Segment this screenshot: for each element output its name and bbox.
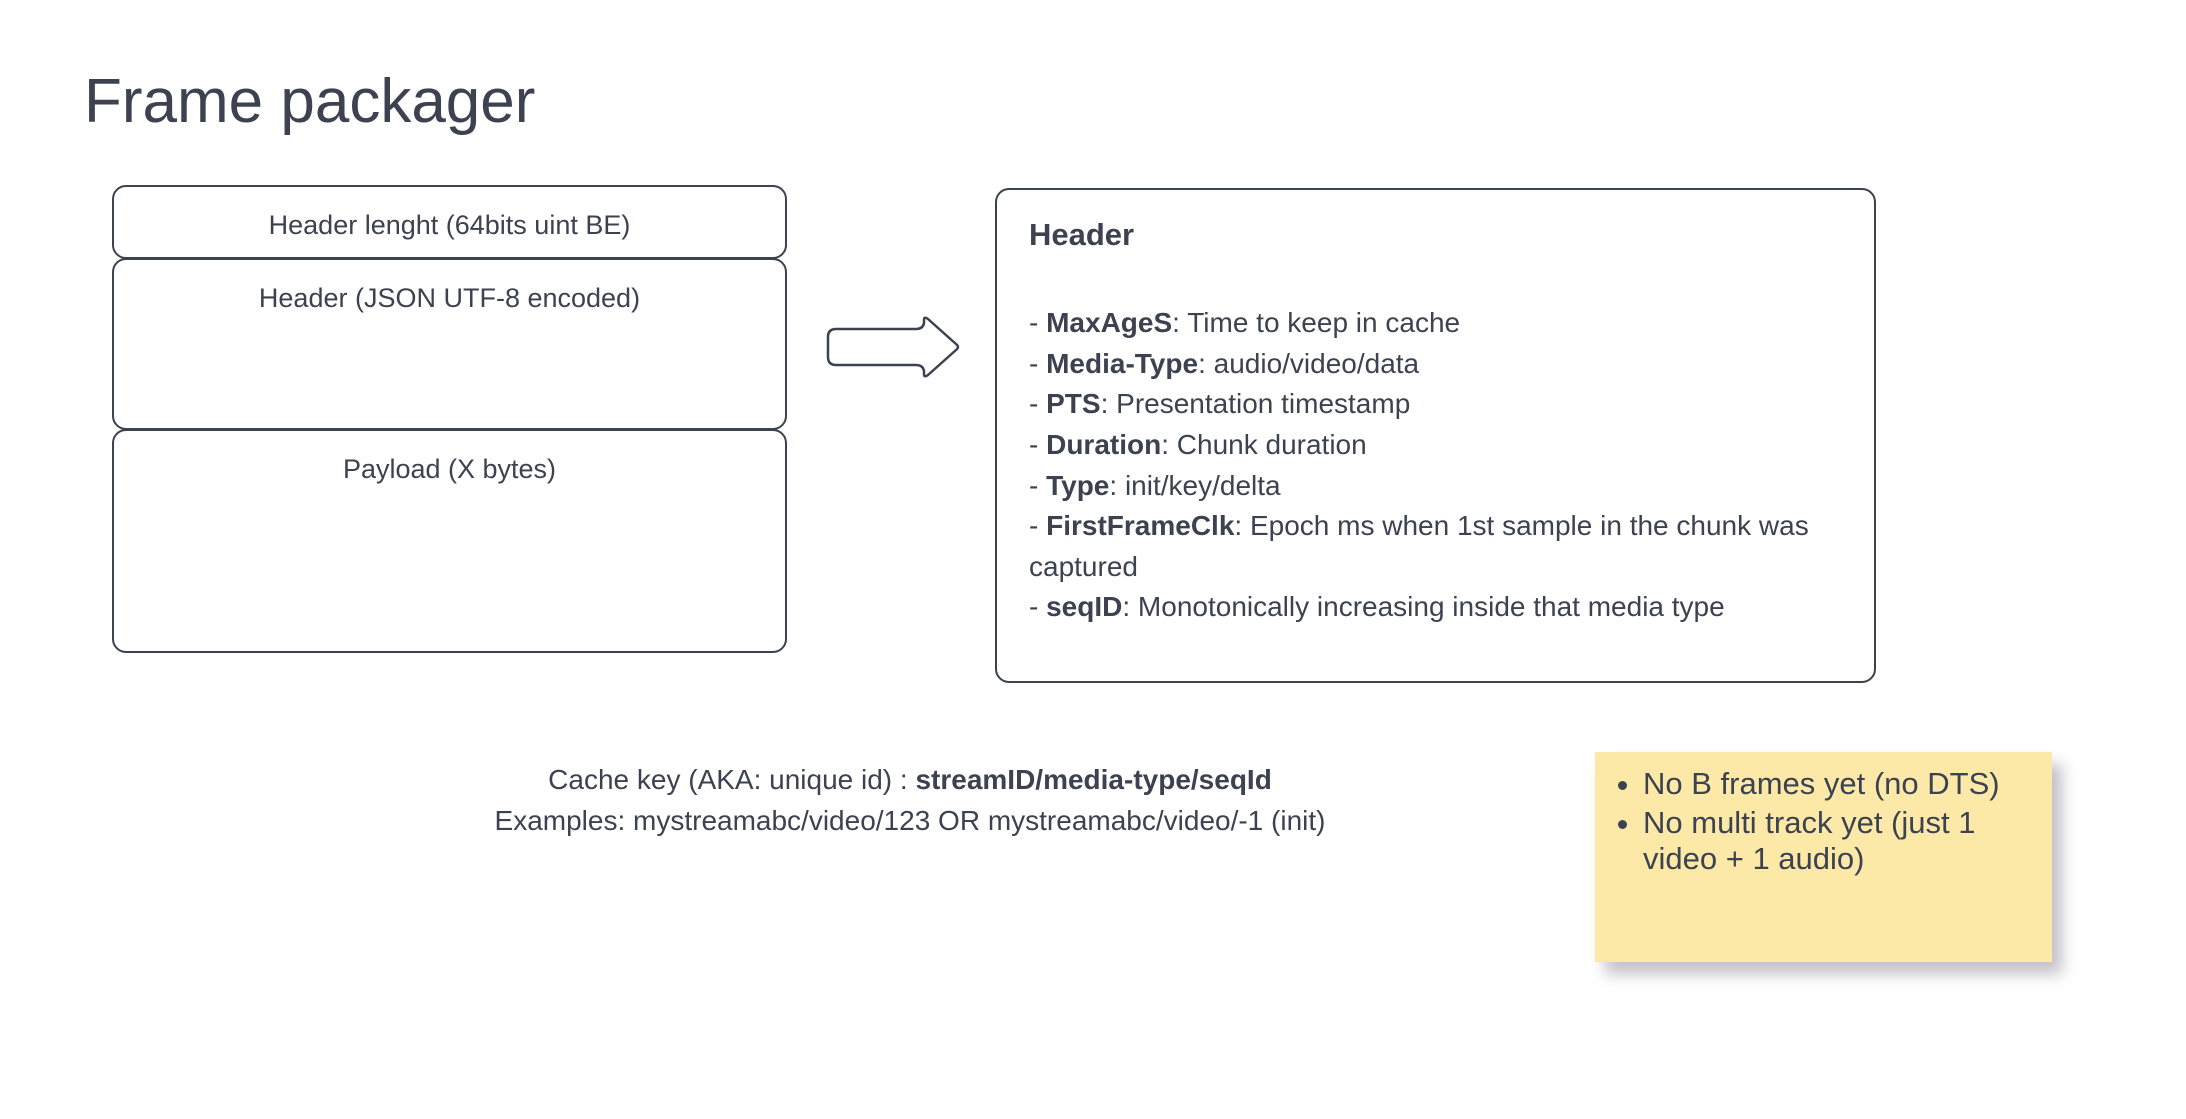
header-length-box: Header lenght (64bits uint BE) bbox=[112, 185, 787, 259]
field-prefix: - bbox=[1029, 428, 1047, 460]
cache-key-caption: Cache key (AKA: unique id) : streamID/me… bbox=[300, 760, 1520, 841]
field-key: Type bbox=[1046, 469, 1110, 501]
cache-key-plain: Cache key (AKA: unique id) : bbox=[548, 764, 916, 795]
field-sep: : bbox=[1109, 469, 1125, 501]
field-value: Chunk duration bbox=[1176, 428, 1367, 460]
header-field-pts: - PTS: Presentation timestamp bbox=[1029, 384, 1848, 425]
field-sep: : bbox=[1100, 388, 1117, 420]
header-field-duration: - Duration: Chunk duration bbox=[1029, 425, 1848, 466]
field-key: FirstFrameClk bbox=[1046, 510, 1235, 542]
field-key: MaxAgeS bbox=[1046, 307, 1173, 339]
field-value: Time to keep in cache bbox=[1187, 307, 1461, 339]
field-prefix: - bbox=[1029, 469, 1047, 501]
sticky-note-list: No B frames yet (no DTS) No multi track … bbox=[1613, 766, 2034, 878]
payload-box: Payload (X bytes) bbox=[112, 429, 787, 653]
header-field-maxages: - MaxAgeS: Time to keep in cache bbox=[1029, 303, 1848, 344]
header-json-box: Header (JSON UTF-8 encoded) bbox=[112, 258, 787, 430]
sticky-note: No B frames yet (no DTS) No multi track … bbox=[1595, 752, 2052, 962]
field-prefix: - bbox=[1029, 347, 1047, 379]
field-value: Epoch ms when 1st sample in the chunk wa… bbox=[1029, 510, 1809, 582]
header-json-label: Header (JSON UTF-8 encoded) bbox=[258, 283, 641, 313]
header-panel-title: Header bbox=[1029, 217, 1135, 252]
field-key: Media-Type bbox=[1046, 347, 1199, 379]
field-sep: : bbox=[1234, 510, 1250, 542]
header-length-label: Header lenght (64bits uint BE) bbox=[268, 210, 631, 240]
field-prefix: - bbox=[1029, 510, 1047, 542]
field-sep: : bbox=[1198, 347, 1214, 379]
cache-key-format: streamID/media-type/seqId bbox=[915, 764, 1272, 795]
header-field-list: - MaxAgeS: Time to keep in cache - Media… bbox=[1029, 303, 1848, 628]
field-value: init/key/delta bbox=[1124, 469, 1281, 501]
field-value: Monotonically increasing inside that med… bbox=[1137, 591, 1725, 623]
field-sep: : bbox=[1172, 307, 1188, 339]
field-prefix: - bbox=[1029, 591, 1047, 623]
arrow-svg bbox=[826, 316, 960, 378]
cache-key-line-2: Examples: mystreamabc/video/123 OR mystr… bbox=[494, 804, 1326, 836]
field-prefix: - bbox=[1029, 307, 1047, 339]
field-key: seqID bbox=[1046, 591, 1123, 623]
page-title: Frame packager bbox=[84, 67, 536, 136]
field-sep: : bbox=[1122, 591, 1138, 623]
header-field-seqid: - seqID: Monotonically increasing inside… bbox=[1029, 587, 1848, 628]
field-value: audio/video/data bbox=[1213, 347, 1420, 379]
wire-format-stack: Header lenght (64bits uint BE) Header (J… bbox=[112, 185, 787, 653]
header-field-firstframeclk: - FirstFrameClk: Epoch ms when 1st sampl… bbox=[1029, 506, 1848, 587]
payload-label: Payload (X bytes) bbox=[342, 454, 557, 484]
field-key: Duration bbox=[1046, 428, 1162, 460]
field-sep: : bbox=[1161, 428, 1177, 460]
right-block-arrow-icon bbox=[820, 316, 960, 378]
header-detail-panel: Header - MaxAgeS: Time to keep in cache … bbox=[995, 188, 1876, 683]
field-prefix: - bbox=[1029, 388, 1047, 420]
header-field-type: - Type: init/key/delta bbox=[1029, 466, 1848, 507]
sticky-note-item: No B frames yet (no DTS) bbox=[1643, 766, 2034, 803]
header-field-media-type: - Media-Type: audio/video/data bbox=[1029, 344, 1848, 385]
field-value: Presentation timestamp bbox=[1116, 388, 1411, 420]
sticky-note-item: No multi track yet (just 1 video + 1 aud… bbox=[1643, 805, 2034, 878]
cache-key-line-1: Cache key (AKA: unique id) : streamID/me… bbox=[300, 760, 1520, 801]
field-key: PTS bbox=[1046, 388, 1101, 420]
